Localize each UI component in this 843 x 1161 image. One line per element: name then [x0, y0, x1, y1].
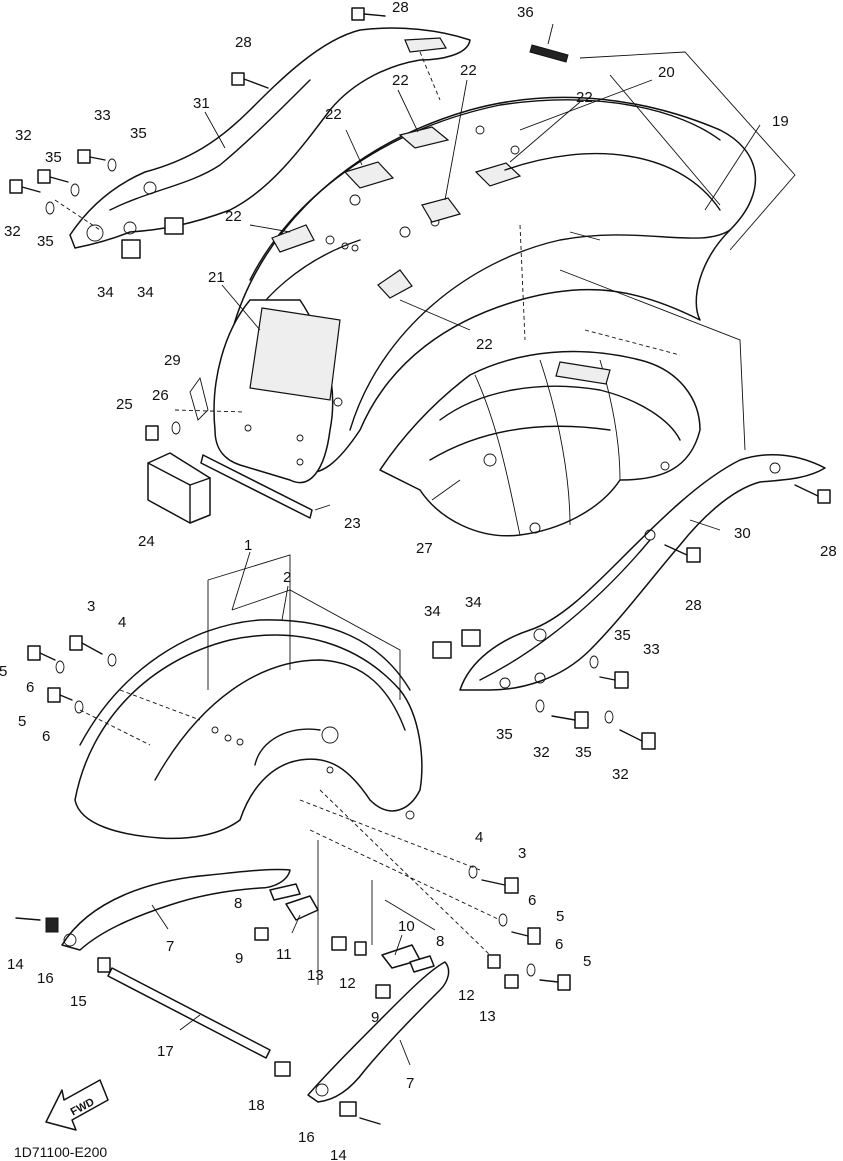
callout-5: 5	[18, 713, 26, 730]
callout-22: 22	[460, 62, 477, 79]
callout-12: 12	[458, 987, 475, 1004]
callout-6: 6	[42, 728, 50, 745]
callout-21: 21	[208, 269, 225, 286]
callout-13: 13	[479, 1008, 496, 1025]
callout-14: 14	[330, 1147, 347, 1161]
callout-13: 13	[307, 967, 324, 984]
leader-lines	[151, 23, 761, 1066]
callout-34: 34	[465, 594, 482, 611]
callout-28: 28	[392, 0, 409, 16]
callout-34: 34	[97, 284, 114, 301]
callout-28: 28	[820, 543, 837, 560]
callout-35: 35	[496, 726, 513, 743]
callout-3: 3	[518, 845, 526, 862]
callout-35: 35	[130, 125, 147, 142]
callout-2: 2	[283, 569, 291, 586]
callout-4: 4	[118, 614, 126, 631]
callout-32: 32	[533, 744, 550, 761]
callout-6: 6	[555, 936, 563, 953]
callout-33: 33	[94, 107, 111, 124]
callout-36: 36	[517, 4, 534, 21]
front-fender-assembly	[74, 554, 501, 985]
callout-1: 1	[244, 537, 252, 554]
callout-34: 34	[137, 284, 154, 301]
callout-11: 11	[276, 946, 292, 963]
callout-5: 5	[0, 663, 7, 680]
callout-10: 10	[398, 918, 415, 935]
callout-28: 28	[685, 597, 702, 614]
callout-16: 16	[298, 1129, 315, 1146]
callout-4: 4	[475, 829, 483, 846]
callout-32: 32	[4, 223, 21, 240]
callout-31: 31	[193, 95, 210, 112]
callout-18: 18	[248, 1097, 265, 1114]
fwd-arrow-icon: FWD	[45, 1079, 109, 1131]
callout-19: 19	[772, 113, 789, 130]
callout-32: 32	[15, 127, 32, 144]
callout-8: 8	[234, 895, 242, 912]
diagram-code: 1D71100-E200	[14, 1144, 107, 1160]
callout-7: 7	[166, 938, 174, 955]
callout-22: 22	[225, 208, 242, 225]
callout-9: 9	[235, 950, 243, 967]
callout-5: 5	[556, 908, 564, 925]
callout-15: 15	[70, 993, 87, 1010]
callout-35: 35	[37, 233, 54, 250]
callout-22: 22	[476, 336, 493, 353]
callout-17: 17	[157, 1043, 174, 1060]
callout-9: 9	[371, 1009, 379, 1026]
callout-29: 29	[164, 352, 181, 369]
callout-30: 30	[734, 525, 751, 542]
callout-22: 22	[325, 106, 342, 123]
callout-23: 23	[344, 515, 361, 532]
callout-7: 7	[406, 1075, 414, 1092]
callout-6: 6	[26, 679, 34, 696]
callout-6: 6	[528, 892, 536, 909]
callout-33: 33	[643, 641, 660, 658]
callout-3: 3	[87, 598, 95, 615]
callout-34: 34	[424, 603, 441, 620]
rear-fender-assembly	[54, 27, 826, 691]
callout-26: 26	[152, 387, 169, 404]
callout-35: 35	[45, 149, 62, 166]
callout-24: 24	[138, 533, 155, 550]
callout-12: 12	[339, 975, 356, 992]
callout-25: 25	[116, 396, 133, 413]
callout-35: 35	[614, 627, 631, 644]
callout-8: 8	[436, 933, 444, 950]
callout-35: 35	[575, 744, 592, 761]
callout-14: 14	[7, 956, 24, 973]
callout-32: 32	[612, 766, 629, 783]
callout-20: 20	[658, 64, 675, 81]
callout-27: 27	[416, 540, 433, 557]
front-fender-stays	[15, 635, 571, 1125]
callout-22: 22	[576, 89, 593, 106]
callout-16: 16	[37, 970, 54, 987]
fasteners-top	[9, 7, 831, 750]
callout-28: 28	[235, 34, 252, 51]
callout-5: 5	[583, 953, 591, 970]
callout-22: 22	[392, 72, 409, 89]
